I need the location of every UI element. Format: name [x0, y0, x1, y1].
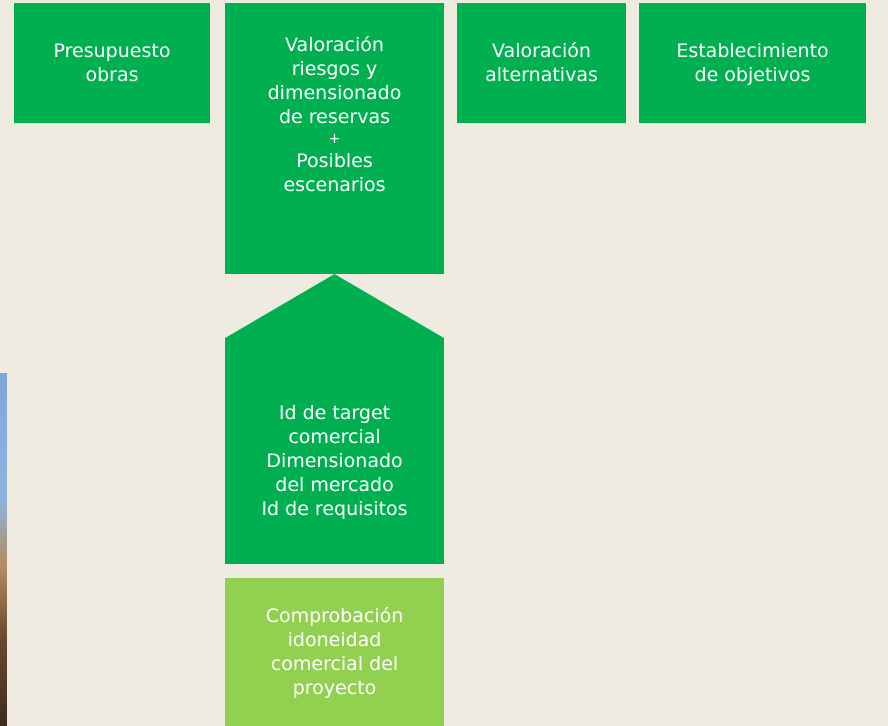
- arrow-line-6: Id de requisitos: [261, 498, 408, 520]
- arrow-box-text: Id de target comercial Dimensionado del …: [225, 358, 444, 564]
- box-comprobacion-idoneidad: Comprobación idoneidad comercial del pro…: [225, 578, 444, 726]
- box-comprobacion-line-2: idoneidad: [287, 629, 382, 651]
- box-riesgos-line-4: de reservas: [278, 106, 391, 128]
- box-valoracion-alternativas: Valoración alternativas: [457, 3, 626, 123]
- box-riesgos-plus: +: [328, 131, 341, 147]
- box-riesgos-line-7: escenarios: [283, 174, 386, 196]
- box-presupuesto-line-2: obras: [85, 64, 139, 86]
- arrow-up-polygon: [225, 274, 444, 564]
- box-establecimiento-line-2: de objetivos: [694, 64, 811, 86]
- arrow-line-1: Id de target: [278, 402, 391, 424]
- arrow-line-3: Dimensionado: [266, 450, 403, 472]
- box-presupuesto-obras: Presupuesto obras: [14, 3, 210, 123]
- arrow-line-4: del mercado: [275, 474, 394, 496]
- box-establecimiento-objetivos: Establecimiento de objetivos: [639, 3, 866, 123]
- box-comprobacion-line-4: proyecto: [292, 677, 377, 699]
- box-presupuesto-line-1: Presupuesto: [53, 40, 171, 62]
- box-riesgos-line-6: Posibles: [296, 150, 373, 172]
- box-alternativas-line-1: Valoración: [492, 40, 591, 62]
- background-photo-strip: [0, 373, 7, 726]
- box-riesgos-line-2: riesgos y: [291, 58, 378, 80]
- box-comprobacion-line-1: Comprobación: [265, 605, 404, 627]
- box-riesgos-line-1: Valoración: [285, 34, 384, 56]
- arrow-up-shape: [225, 274, 444, 564]
- box-valoracion-riesgos: Valoración riesgos y dimensionado de res…: [225, 3, 444, 274]
- box-comprobacion-line-3: comercial del: [270, 653, 399, 675]
- box-riesgos-line-3: dimensionado: [267, 82, 402, 104]
- box-alternativas-line-2: alternativas: [485, 64, 598, 86]
- arrow-line-2: comercial: [288, 426, 381, 448]
- box-establecimiento-line-1: Establecimiento: [676, 40, 829, 62]
- arrow-box-target-comercial: Id de target comercial Dimensionado del …: [225, 274, 444, 564]
